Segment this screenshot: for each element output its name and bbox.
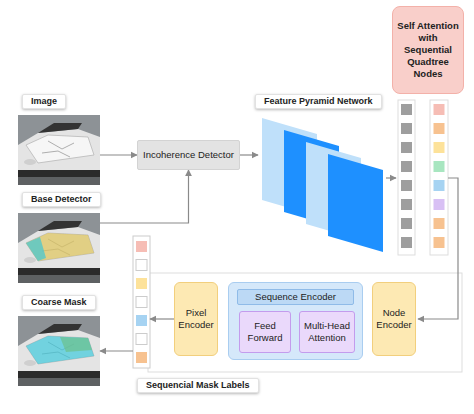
- token: [401, 142, 412, 153]
- layer-box: Feed Forward: [239, 311, 291, 353]
- flow-arrow: [150, 318, 174, 319]
- token: [434, 218, 445, 229]
- encoder-panel: Sequence EncoderFeed Forward Multi-Head A…: [228, 282, 363, 360]
- flow-arrow: [386, 177, 396, 178]
- token: [401, 161, 412, 172]
- heading-label: Feature Pyramid Network: [255, 94, 382, 109]
- token: [401, 218, 412, 229]
- token-column: [430, 100, 448, 255]
- mask-overlay: [26, 336, 94, 364]
- token: [136, 334, 147, 345]
- image-panel: Image: [18, 115, 100, 185]
- token: [401, 180, 412, 191]
- car-photo: [18, 115, 100, 185]
- car-photo: [18, 316, 100, 386]
- decoder-panel: [148, 273, 462, 372]
- token: [136, 260, 147, 271]
- image-panel: Base Detector: [18, 213, 100, 283]
- token: [434, 104, 445, 115]
- label-column: [133, 236, 150, 368]
- token: [136, 297, 147, 308]
- heading-label: Image: [22, 94, 66, 109]
- encoder-box: Pixel Encoder: [174, 282, 218, 356]
- box-label: Self Attention with Sequential Quadtree …: [396, 20, 460, 79]
- layer-box: Multi-Head Attention: [299, 311, 355, 353]
- encoder-box: Node Encoder: [372, 282, 416, 356]
- token: [401, 237, 412, 248]
- token: [434, 142, 445, 153]
- token: [434, 161, 445, 172]
- token: [434, 199, 445, 210]
- box-label: Incoherence Detector: [143, 149, 234, 161]
- detector-overlay: [26, 237, 46, 261]
- flow-arrow: [100, 154, 137, 155]
- flow-arrow: [240, 154, 258, 155]
- token: [434, 180, 445, 191]
- attention-box: Self Attention with Sequential Quadtree …: [392, 6, 464, 94]
- token: [434, 237, 445, 248]
- box-label: Feed Forward: [243, 320, 287, 344]
- heading-label: Sequencial Mask Labels: [137, 378, 259, 393]
- token: [434, 123, 445, 134]
- token: [136, 241, 147, 252]
- token: [401, 199, 412, 210]
- mask-overlay: [60, 337, 92, 352]
- box-label: Multi-Head Attention: [303, 320, 351, 344]
- flow-arrow: [100, 350, 133, 351]
- heading-label: Coarse Mask: [22, 295, 96, 310]
- heading-label: Base Detector: [22, 192, 101, 207]
- token: [401, 123, 412, 134]
- box-label: Node Encoder: [376, 307, 412, 331]
- token: [136, 352, 147, 363]
- pyramid-layer: [328, 154, 383, 252]
- label-column: Sequencial Mask Labels: [133, 236, 150, 368]
- panel-heading: Sequence Encoder: [237, 289, 354, 305]
- network-region: Feature Pyramid Network: [260, 115, 385, 260]
- flow-arrow: [100, 170, 189, 223]
- image-panel: Coarse Mask: [18, 316, 100, 386]
- car-photo: [18, 213, 100, 283]
- token: [401, 104, 412, 115]
- process-box: Incoherence Detector: [137, 140, 240, 170]
- token-column: [398, 100, 415, 255]
- detector-overlay: [26, 233, 94, 261]
- token: [136, 278, 147, 289]
- flow-arrow: [418, 178, 458, 319]
- token: [136, 315, 147, 326]
- box-label: Pixel Encoder: [178, 307, 214, 331]
